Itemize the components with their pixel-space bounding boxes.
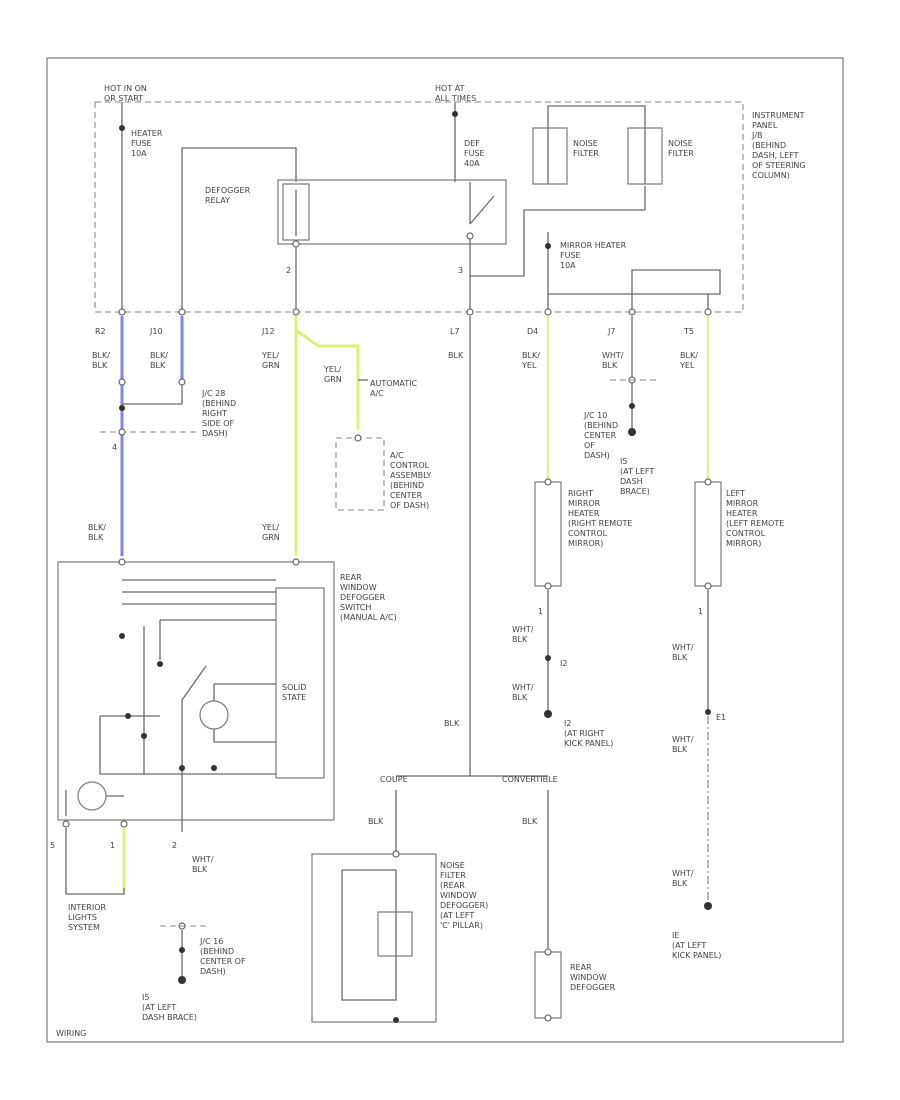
- svg-text:1: 1: [698, 607, 703, 616]
- left-mirror-box: [694, 481, 722, 587]
- green-wire-auto-ac: [295, 328, 360, 430]
- label-coupe: COUPE: [380, 775, 408, 784]
- svg-text:4: 4: [112, 443, 117, 452]
- svg-text:WHT/BLK: WHT/BLK: [512, 683, 534, 702]
- svg-text:BLK/BLK: BLK/BLK: [92, 351, 110, 370]
- svg-text:J7: J7: [607, 327, 615, 336]
- svg-text:L7: L7: [450, 327, 460, 336]
- svg-text:BLK: BLK: [368, 817, 384, 826]
- svg-text:WHT/BLK: WHT/BLK: [672, 643, 694, 662]
- svg-text:D4: D4: [527, 327, 538, 336]
- svg-text:BLK/BLK: BLK/BLK: [150, 351, 168, 370]
- svg-text:I2: I2: [560, 659, 567, 668]
- svg-text:WHT/BLK: WHT/BLK: [672, 869, 694, 888]
- svg-text:BLK: BLK: [448, 351, 464, 360]
- svg-text:2: 2: [172, 841, 177, 850]
- right-mirror-box: [534, 481, 562, 587]
- svg-text:T5: T5: [683, 327, 694, 336]
- svg-text:WHT/BLK: WHT/BLK: [672, 735, 694, 754]
- svg-text:2: 2: [286, 266, 291, 275]
- instrument-panel-jb-enclosure: [94, 101, 744, 313]
- svg-text:YEL/GRN: YEL/GRN: [261, 523, 280, 542]
- solid-state-box: [275, 587, 325, 779]
- svg-text:BLK: BLK: [522, 817, 538, 826]
- svg-text:BLK: BLK: [444, 719, 460, 728]
- svg-text:YEL/GRN: YEL/GRN: [323, 365, 342, 384]
- rear-defogger-switch-box: [57, 561, 335, 821]
- svg-text:BLK/YEL: BLK/YEL: [679, 351, 698, 370]
- svg-text:WHT/BLK: WHT/BLK: [512, 625, 534, 644]
- svg-text:5: 5: [50, 841, 55, 850]
- defogger-relay-box: [277, 179, 507, 245]
- rear-noise-filter-box: [311, 853, 437, 1023]
- svg-text:E1: E1: [716, 713, 726, 722]
- svg-text:YEL/GRN: YEL/GRN: [261, 351, 280, 370]
- svg-text:WHT/BLK: WHT/BLK: [192, 855, 214, 874]
- svg-text:WHT/BLK: WHT/BLK: [602, 351, 624, 370]
- svg-text:J10: J10: [149, 327, 163, 336]
- ac-control-box: [335, 437, 385, 511]
- rear-defogger-box: [534, 951, 562, 1019]
- svg-text:3: 3: [458, 266, 463, 275]
- diagram-frame: [46, 57, 844, 1043]
- footer-label: WIRING: [56, 1029, 86, 1038]
- svg-text:R2: R2: [95, 327, 106, 336]
- svg-text:BLK/BLK: BLK/BLK: [88, 523, 106, 542]
- svg-text:BLK/YEL: BLK/YEL: [521, 351, 540, 370]
- label-convertible: CONVERTIBLE: [502, 775, 558, 784]
- svg-text:J12: J12: [261, 327, 275, 336]
- svg-text:1: 1: [538, 607, 543, 616]
- svg-text:1: 1: [110, 841, 115, 850]
